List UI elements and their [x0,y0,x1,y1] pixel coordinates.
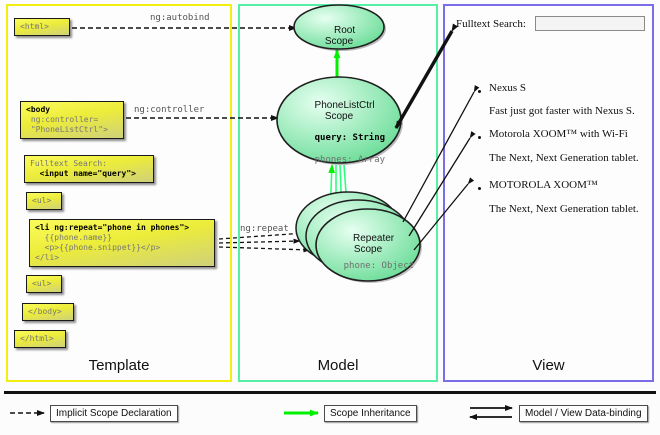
scope-prop-phones: phones: Array [314,155,386,165]
code-box-ul-close: <ul> [26,275,62,293]
repeater-scope-props: phone: Object [318,250,418,283]
panel-view-label: View [532,357,565,374]
panel-model: Model [238,4,438,382]
code-box-html-close: </html> [14,330,66,348]
legend-divider [4,391,656,394]
legend-double-arrow [469,405,513,420]
code-box-li-repeat: <li ng:repeat="phone in phones"> {{phone… [29,219,215,267]
view-item-title: Nexus S [489,82,526,94]
list-bullet [478,136,481,139]
legend-item-scope-inheritance: Scope Inheritance [324,405,417,422]
panel-model-label: Model [317,357,359,374]
view-search-label: Fulltext Search: [456,18,526,30]
legend-arrow-glyphs [10,405,513,420]
code-box-ul-open: <ul> [26,192,62,210]
code-box-body-close: </body> [22,303,74,321]
code-box-body-open: <body ng:controller= "PhoneListCtrl"> [20,101,124,139]
view-item-snippet: The Next, Next Generation tablet. [489,152,639,164]
panel-template-label: Template [88,357,150,374]
root-scope-title: Root Scope [324,25,356,47]
fulltext-search-input[interactable] [535,16,645,31]
phonelistctrl-scope-props: query: String phones: Array [289,122,389,177]
view-item-title: MOTOROLA XOOM™ [489,179,598,191]
legend-item-model-view-data-binding: Model / View Data-binding [519,405,648,422]
legend-item-implicit-scope-declaration: Implicit Scope Declaration [50,405,178,422]
edge-label-ng-autobind: ng:autobind [150,13,210,23]
phonelistctrl-scope-title: PhoneListCtrl Scope [314,100,375,122]
code-box-fulltext-search: Fulltext Search: <input name="query"> [24,155,154,183]
code-box-html-open: <html> [14,18,70,36]
list-bullet [478,187,481,190]
list-bullet [478,90,481,93]
repeater-scope-title: Repeater Scope [352,233,395,255]
edge-label-ng-repeat: ng:repeat [240,224,289,234]
scope-prop-query: query: String [314,133,386,143]
panel-view: View [443,4,654,382]
scope-prop-phone: phone: Object [343,261,415,271]
view-item-title: Motorola XOOM™ with Wi-Fi [489,128,628,140]
view-item-snippet: Fast just got faster with Nexus S. [489,105,635,117]
edge-label-ng-controller: ng:controller [134,105,205,115]
view-item-snippet: The Next, Next Generation tablet. [489,203,639,215]
